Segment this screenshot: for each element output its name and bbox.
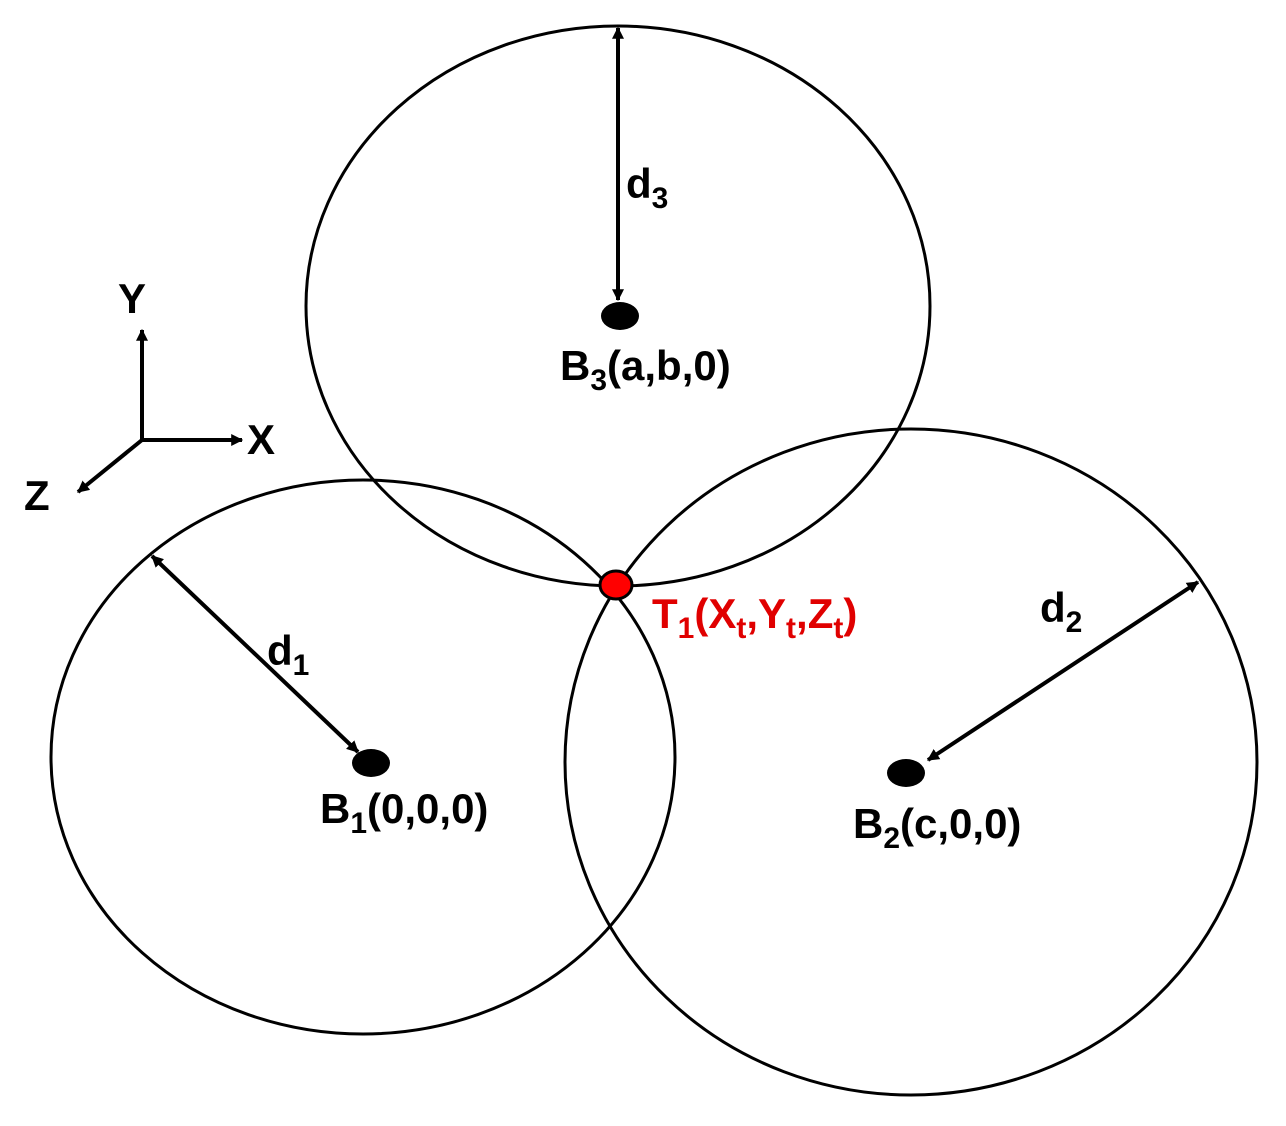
distance-label-d2: d2	[1040, 584, 1082, 639]
beacon-label-b1: B1(0,0,0)	[320, 785, 488, 840]
distance-label-d3: d3	[626, 160, 668, 215]
beacon-b2-dot	[887, 759, 925, 787]
distance-arrow-d2	[926, 580, 1200, 762]
target-label-t1: T1(Xt,Yt,Zt)	[652, 590, 857, 645]
circle-b1	[49, 478, 677, 1036]
distance-label-d1: d1	[267, 627, 309, 682]
x-axis-label: X	[247, 416, 275, 463]
axis-triad: Y X Z	[24, 275, 275, 519]
circle-b2	[563, 427, 1259, 1097]
z-axis-arrow	[76, 438, 144, 494]
z-axis-label: Z	[24, 472, 50, 519]
beacon-label-b3: B3(a,b,0)	[560, 342, 731, 397]
beacon-b3-dot	[601, 302, 639, 330]
beacon-label-b2: B2(c,0,0)	[853, 800, 1021, 855]
target-t1-dot	[598, 569, 634, 601]
beacon-b1-dot	[352, 749, 390, 777]
y-axis-label: Y	[118, 275, 146, 322]
distance-arrow-d1	[150, 554, 360, 754]
